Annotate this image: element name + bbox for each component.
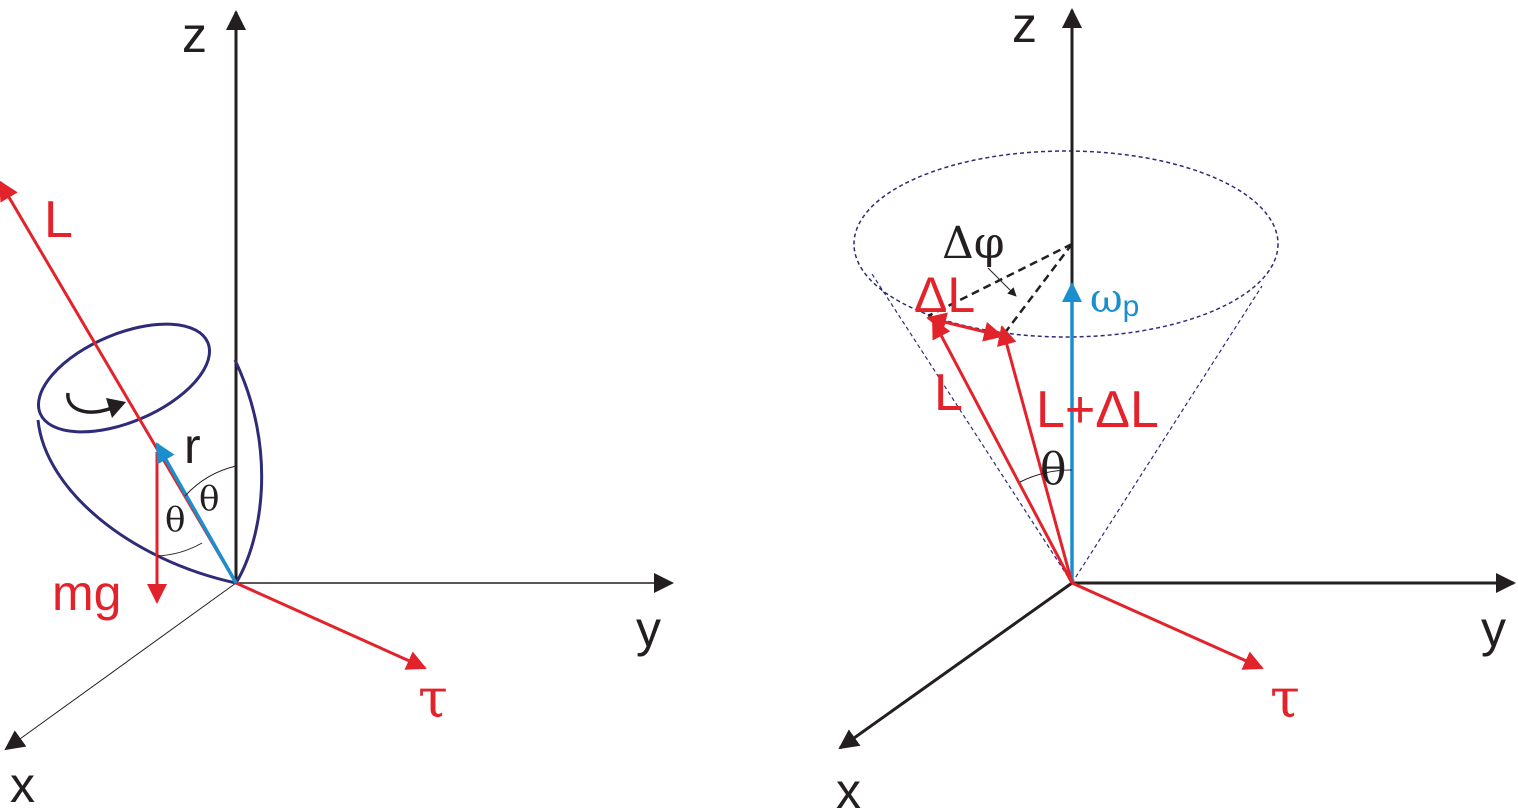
precession-cone-ellipse xyxy=(853,150,1279,338)
right-y-label: y xyxy=(1481,601,1506,657)
left-x-axis xyxy=(4,582,237,751)
left-z-label: z xyxy=(182,7,207,63)
right-tau-label: τ xyxy=(1270,667,1300,730)
left-panel xyxy=(0,10,674,751)
curved-arrow-icon xyxy=(66,392,113,414)
left-tau-vector xyxy=(235,581,427,670)
omega-symbol: ω xyxy=(1090,276,1123,322)
dphi-pointer-arrow xyxy=(987,267,1017,297)
right-panel xyxy=(838,8,1516,750)
right-L-vector xyxy=(931,318,1074,584)
left-L-label: L xyxy=(44,191,73,249)
L-plus-dL-vector xyxy=(997,325,1074,584)
r-label: r xyxy=(184,418,201,474)
right-angle-arc xyxy=(1019,469,1073,483)
left-x-label: x xyxy=(10,757,35,811)
right-z-label: z xyxy=(1012,0,1037,53)
cone-edge-left xyxy=(871,273,1073,584)
r-vector xyxy=(155,442,238,584)
dL-vector xyxy=(926,312,1004,342)
curved-arrow-head xyxy=(106,398,126,418)
top-rim-ellipse xyxy=(36,322,212,434)
left-angle-arc-1 xyxy=(184,465,237,497)
delta-phi-label: Δφ xyxy=(942,218,1005,269)
dphi-dashed-line-2 xyxy=(1003,243,1073,335)
right-x-label: x xyxy=(836,763,861,811)
omega-subscript: p xyxy=(1123,290,1140,323)
right-tau-vector xyxy=(1071,581,1264,670)
omega-p-label: ωp xyxy=(1090,276,1139,323)
left-theta-label-1: θ xyxy=(199,479,219,519)
right-x-axis xyxy=(838,581,1073,750)
left-theta-label-2: θ xyxy=(165,500,185,540)
cone-edge-right xyxy=(1071,285,1263,584)
mg-label: mg xyxy=(52,565,121,621)
top-body-outline xyxy=(36,359,264,585)
dL-label: ΔL xyxy=(914,267,975,323)
left-angle-arc-2 xyxy=(156,542,203,557)
L-plus-dL-label: L+ΔL xyxy=(1036,381,1159,439)
left-y-label: y xyxy=(636,601,661,657)
right-L-label: L xyxy=(934,364,963,422)
left-tau-label: τ xyxy=(418,667,448,730)
right-theta-label: θ xyxy=(1040,444,1067,495)
